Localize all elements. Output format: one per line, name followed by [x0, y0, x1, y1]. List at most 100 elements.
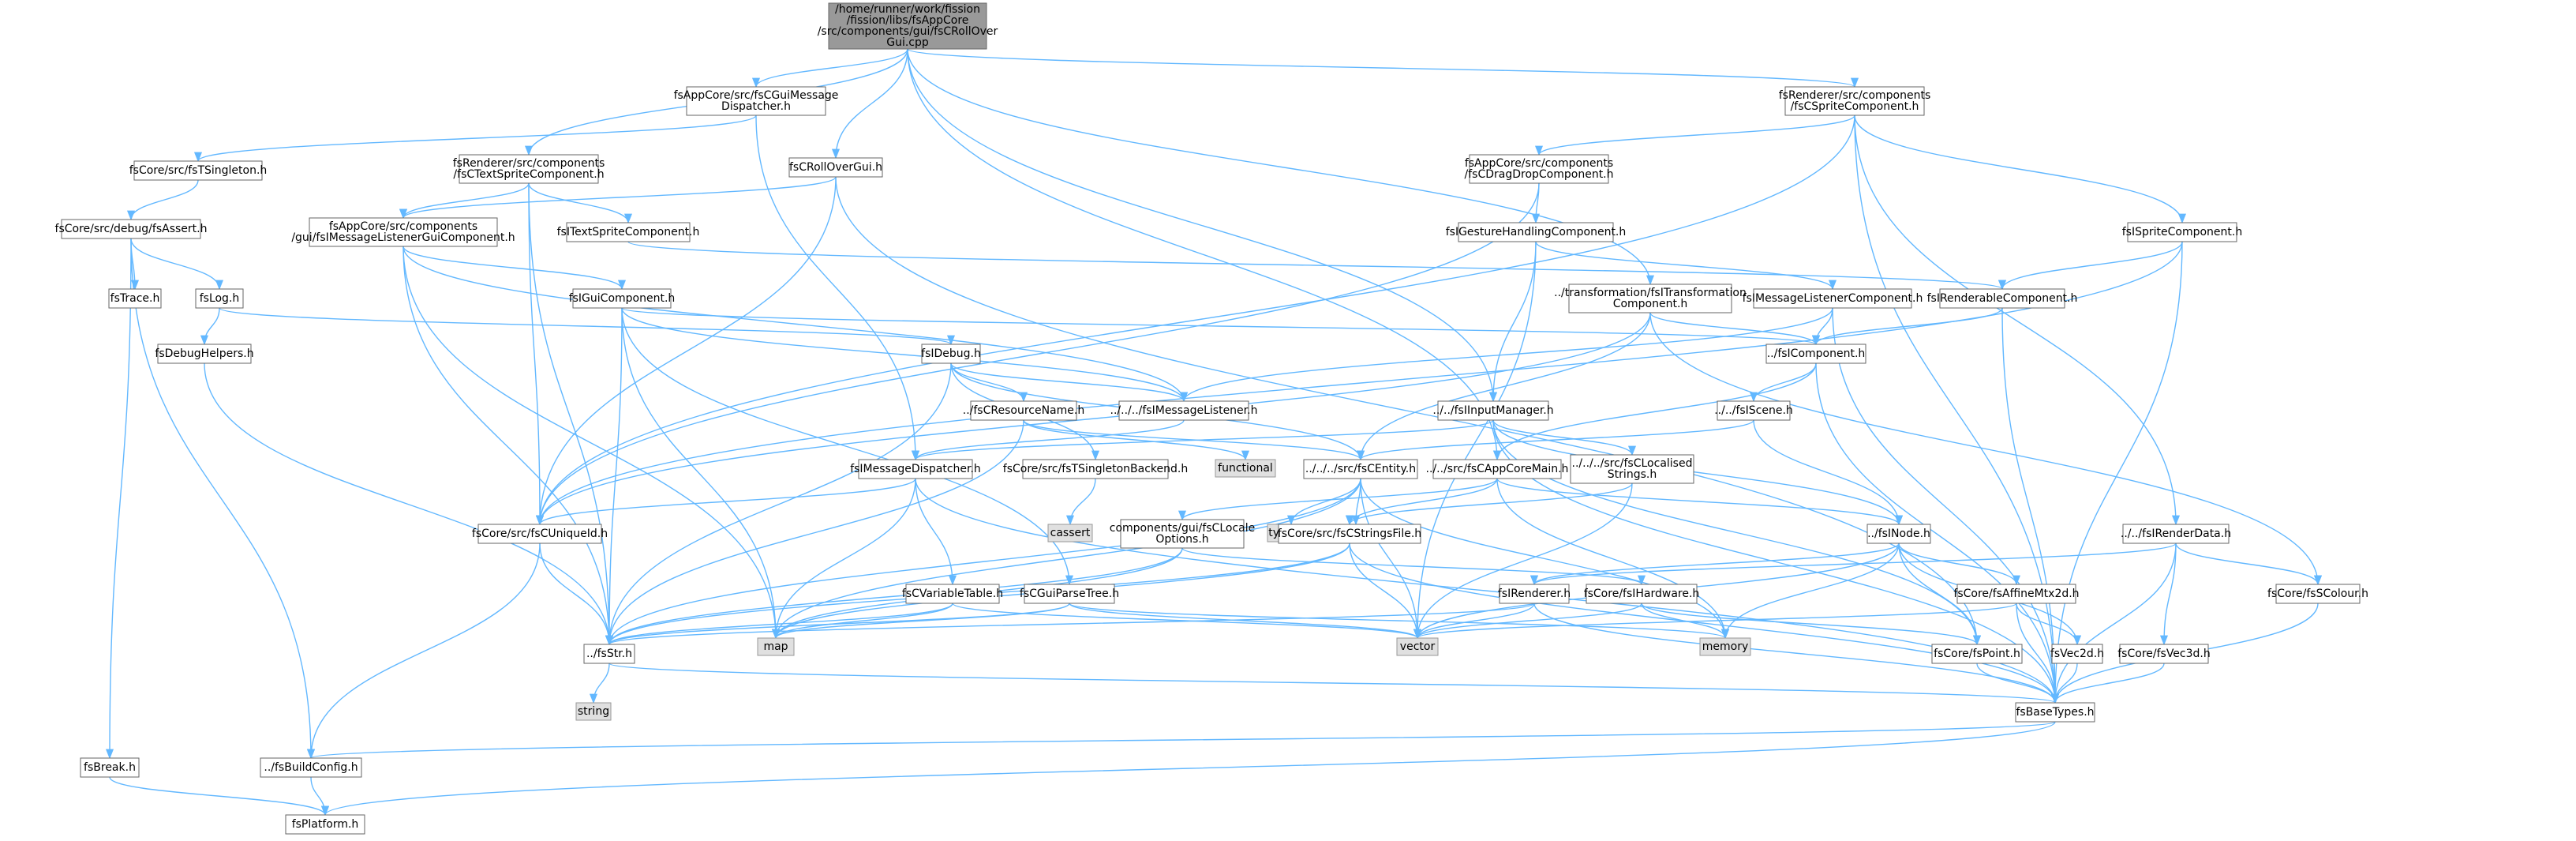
- node-label: vector: [1400, 640, 1436, 653]
- node-centity[interactable]: ../../../src/fsCEntity.h: [1303, 459, 1418, 479]
- edge-layer: [105, 48, 2322, 817]
- node-root[interactable]: /home/runner/work/fission/fission/libs/f…: [818, 2, 998, 50]
- node-idebug[interactable]: fsIDebug.h: [921, 344, 981, 364]
- node-csprite[interactable]: fsRenderer/src/components/fsCSpriteCompo…: [1779, 86, 1931, 116]
- node-box: [260, 757, 362, 778]
- node-box: [1469, 154, 1609, 184]
- node-box: [2015, 702, 2095, 723]
- node-cresname[interactable]: ../fsCResourceName.h: [963, 400, 1084, 421]
- node-label: fsDebugHelpers.h: [155, 347, 253, 360]
- node-affine[interactable]: fsCore/fsAffineMtx2d.h: [1953, 584, 2080, 604]
- node-label: fsCore/src/fsTSingletonBackend.h: [1003, 463, 1188, 475]
- node-label: ../../../src/fsCEntity.h: [1305, 463, 1416, 475]
- node-box: [2275, 584, 2361, 604]
- node-cstringsfile[interactable]: fsCore/src/fsCStringsFile.h: [1278, 524, 1421, 544]
- node-irenderer[interactable]: fsIRenderer.h: [1498, 584, 1571, 604]
- node-label: fsTrace.h: [110, 292, 160, 305]
- node-functional: functional: [1215, 459, 1276, 478]
- node-box: [583, 644, 635, 664]
- edge-ctextsprite-to-cuniqueid: [528, 182, 545, 526]
- node-memory: memory: [1699, 637, 1751, 656]
- node-iinputmgr[interactable]: ../../fsIInputManager.h: [1432, 400, 1554, 421]
- node-imsglistener[interactable]: ../../../fsIMessageListener.h: [1110, 400, 1258, 421]
- node-assert[interactable]: fsCore/src/debug/fsAssert.h: [55, 219, 208, 239]
- edge-root-to-iinputmgr: [907, 48, 1498, 403]
- edge-irenderdata-to-fsvec3d: [2159, 543, 2177, 646]
- node-scolour[interactable]: fsCore/fsSColour.h: [2267, 584, 2368, 604]
- node-tsingleton[interactable]: fsCore/src/fsTSingleton.h: [129, 160, 268, 181]
- node-label: Gui.cpp: [886, 36, 929, 49]
- edge-igesture-to-vector: [1413, 241, 1537, 640]
- node-label: ../../fsIInputManager.h: [1432, 404, 1553, 417]
- node-box: [970, 400, 1077, 421]
- edge-csprite-to-isprite: [1854, 115, 2186, 224]
- node-label: Dispatcher.h: [721, 100, 791, 113]
- node-inode[interactable]: ../fsINode.h: [1866, 524, 1931, 544]
- node-box: [921, 344, 981, 364]
- node-trace[interactable]: fsTrace.h: [108, 288, 162, 309]
- edge-imsgdisp-to-map: [771, 478, 916, 640]
- node-box: [1437, 400, 1549, 421]
- node-irenderdata[interactable]: ../../fsIRenderData.h: [2121, 524, 2231, 544]
- node-igesture[interactable]: fsIGestureHandlingComponent.h: [1446, 222, 1627, 242]
- edge-irenderdata-to-scolour: [2175, 543, 2322, 586]
- node-fsbreak[interactable]: fsBreak.h: [80, 757, 140, 778]
- node-label: /gui/fsIMessageListenerGuiComponent.h: [291, 231, 515, 244]
- node-cappcore[interactable]: ../../src/fsCAppCoreMain.h: [1426, 459, 1569, 479]
- edge-iguicomp-to-imsglistener: [621, 307, 1188, 403]
- node-basetypes[interactable]: fsBaseTypes.h: [2015, 702, 2095, 723]
- node-box: [1396, 637, 1439, 656]
- node-isprite[interactable]: fsISpriteComponent.h: [2122, 222, 2242, 242]
- node-crollover[interactable]: fsCRollOverGui.h: [788, 157, 883, 178]
- node-box: [1586, 584, 1698, 604]
- node-box: [2119, 644, 2209, 664]
- node-ctextsprite[interactable]: fsRenderer/src/components/fsCTextSpriteC…: [453, 154, 605, 184]
- node-irenderable[interactable]: fsIRenderableComponent.h: [1927, 288, 2078, 309]
- node-label: string: [578, 705, 609, 718]
- node-cuniqueid[interactable]: fsCore/src/fsCUniqueId.h: [472, 524, 608, 544]
- node-box: [1432, 459, 1562, 479]
- node-label: ../../fsIScene.h: [1714, 404, 1793, 417]
- node-tsingletonbk[interactable]: fsCore/src/fsTSingletonBackend.h: [1003, 459, 1188, 479]
- node-iguicomp[interactable]: fsIGuiComponent.h: [569, 288, 676, 309]
- node-label: Component.h: [1613, 298, 1688, 310]
- node-imsglistgui[interactable]: fsAppCore/src/components/gui/fsIMessageL…: [291, 217, 515, 247]
- node-buildconfig[interactable]: ../fsBuildConfig.h: [260, 757, 362, 778]
- node-fsvec2d[interactable]: fsVec2d.h: [2050, 644, 2104, 664]
- node-imsglistcomp[interactable]: fsIMessageListenerComponent.h: [1743, 288, 1923, 309]
- node-fspoint[interactable]: fsCore/fsPoint.h: [1931, 644, 2023, 664]
- node-itextsprite[interactable]: fsITextSpriteComponent.h: [557, 222, 700, 242]
- node-log[interactable]: fsLog.h: [195, 288, 244, 309]
- node-ihardware[interactable]: fsCore/fsIHardware.h: [1584, 584, 1700, 604]
- edge-csprite-to-cuniqueid: [536, 115, 1855, 526]
- node-cguiparse[interactable]: fsCGuiParseTree.h: [1020, 584, 1119, 604]
- node-label: fsLog.h: [200, 292, 240, 305]
- node-fsvec3d[interactable]: fsCore/fsVec3d.h: [2117, 644, 2211, 664]
- node-platform[interactable]: fsPlatform.h: [285, 814, 365, 835]
- node-cdragdrop[interactable]: fsAppCore/src/components/fsCDragDropComp…: [1465, 154, 1614, 184]
- node-fsstr[interactable]: ../fsStr.h: [583, 644, 635, 664]
- node-label: fsCore/fsIHardware.h: [1584, 588, 1700, 600]
- node-iscene[interactable]: ../../fsIScene.h: [1714, 400, 1793, 421]
- node-label: fsIMessageDispatcher.h: [850, 463, 981, 475]
- node-label: fsIGuiComponent.h: [569, 292, 676, 305]
- node-label: memory: [1702, 640, 1749, 653]
- node-debughelpers[interactable]: fsDebugHelpers.h: [155, 344, 254, 364]
- edge-log-to-debughelpers: [200, 307, 220, 346]
- edge-imsgdisp-to-cvartable: [915, 478, 957, 586]
- node-label: components/gui/fsCLocale: [1110, 522, 1255, 535]
- edge-iguicomp-to-map: [621, 307, 781, 640]
- edge-inode-to-affine: [1898, 543, 2020, 586]
- edge-isprite-to-cuniqueid: [536, 241, 2183, 526]
- node-imsgdisp[interactable]: fsIMessageDispatcher.h: [850, 459, 981, 479]
- node-cvartable[interactable]: fsCVariableTable.h: [902, 584, 1003, 604]
- node-itransform[interactable]: ../transformation/fsITransformationCompo…: [1554, 283, 1747, 313]
- node-label: fsAppCore/src/fsCGuiMessage: [674, 89, 839, 102]
- node-label: ../../../fsIMessageListener.h: [1110, 404, 1258, 417]
- node-icomponent[interactable]: ../fsIComponent.h: [1765, 344, 1866, 364]
- node-layer: /home/runner/work/fission/fission/libs/f…: [55, 2, 2368, 835]
- edge-cvartable-to-fsstr: [605, 603, 953, 646]
